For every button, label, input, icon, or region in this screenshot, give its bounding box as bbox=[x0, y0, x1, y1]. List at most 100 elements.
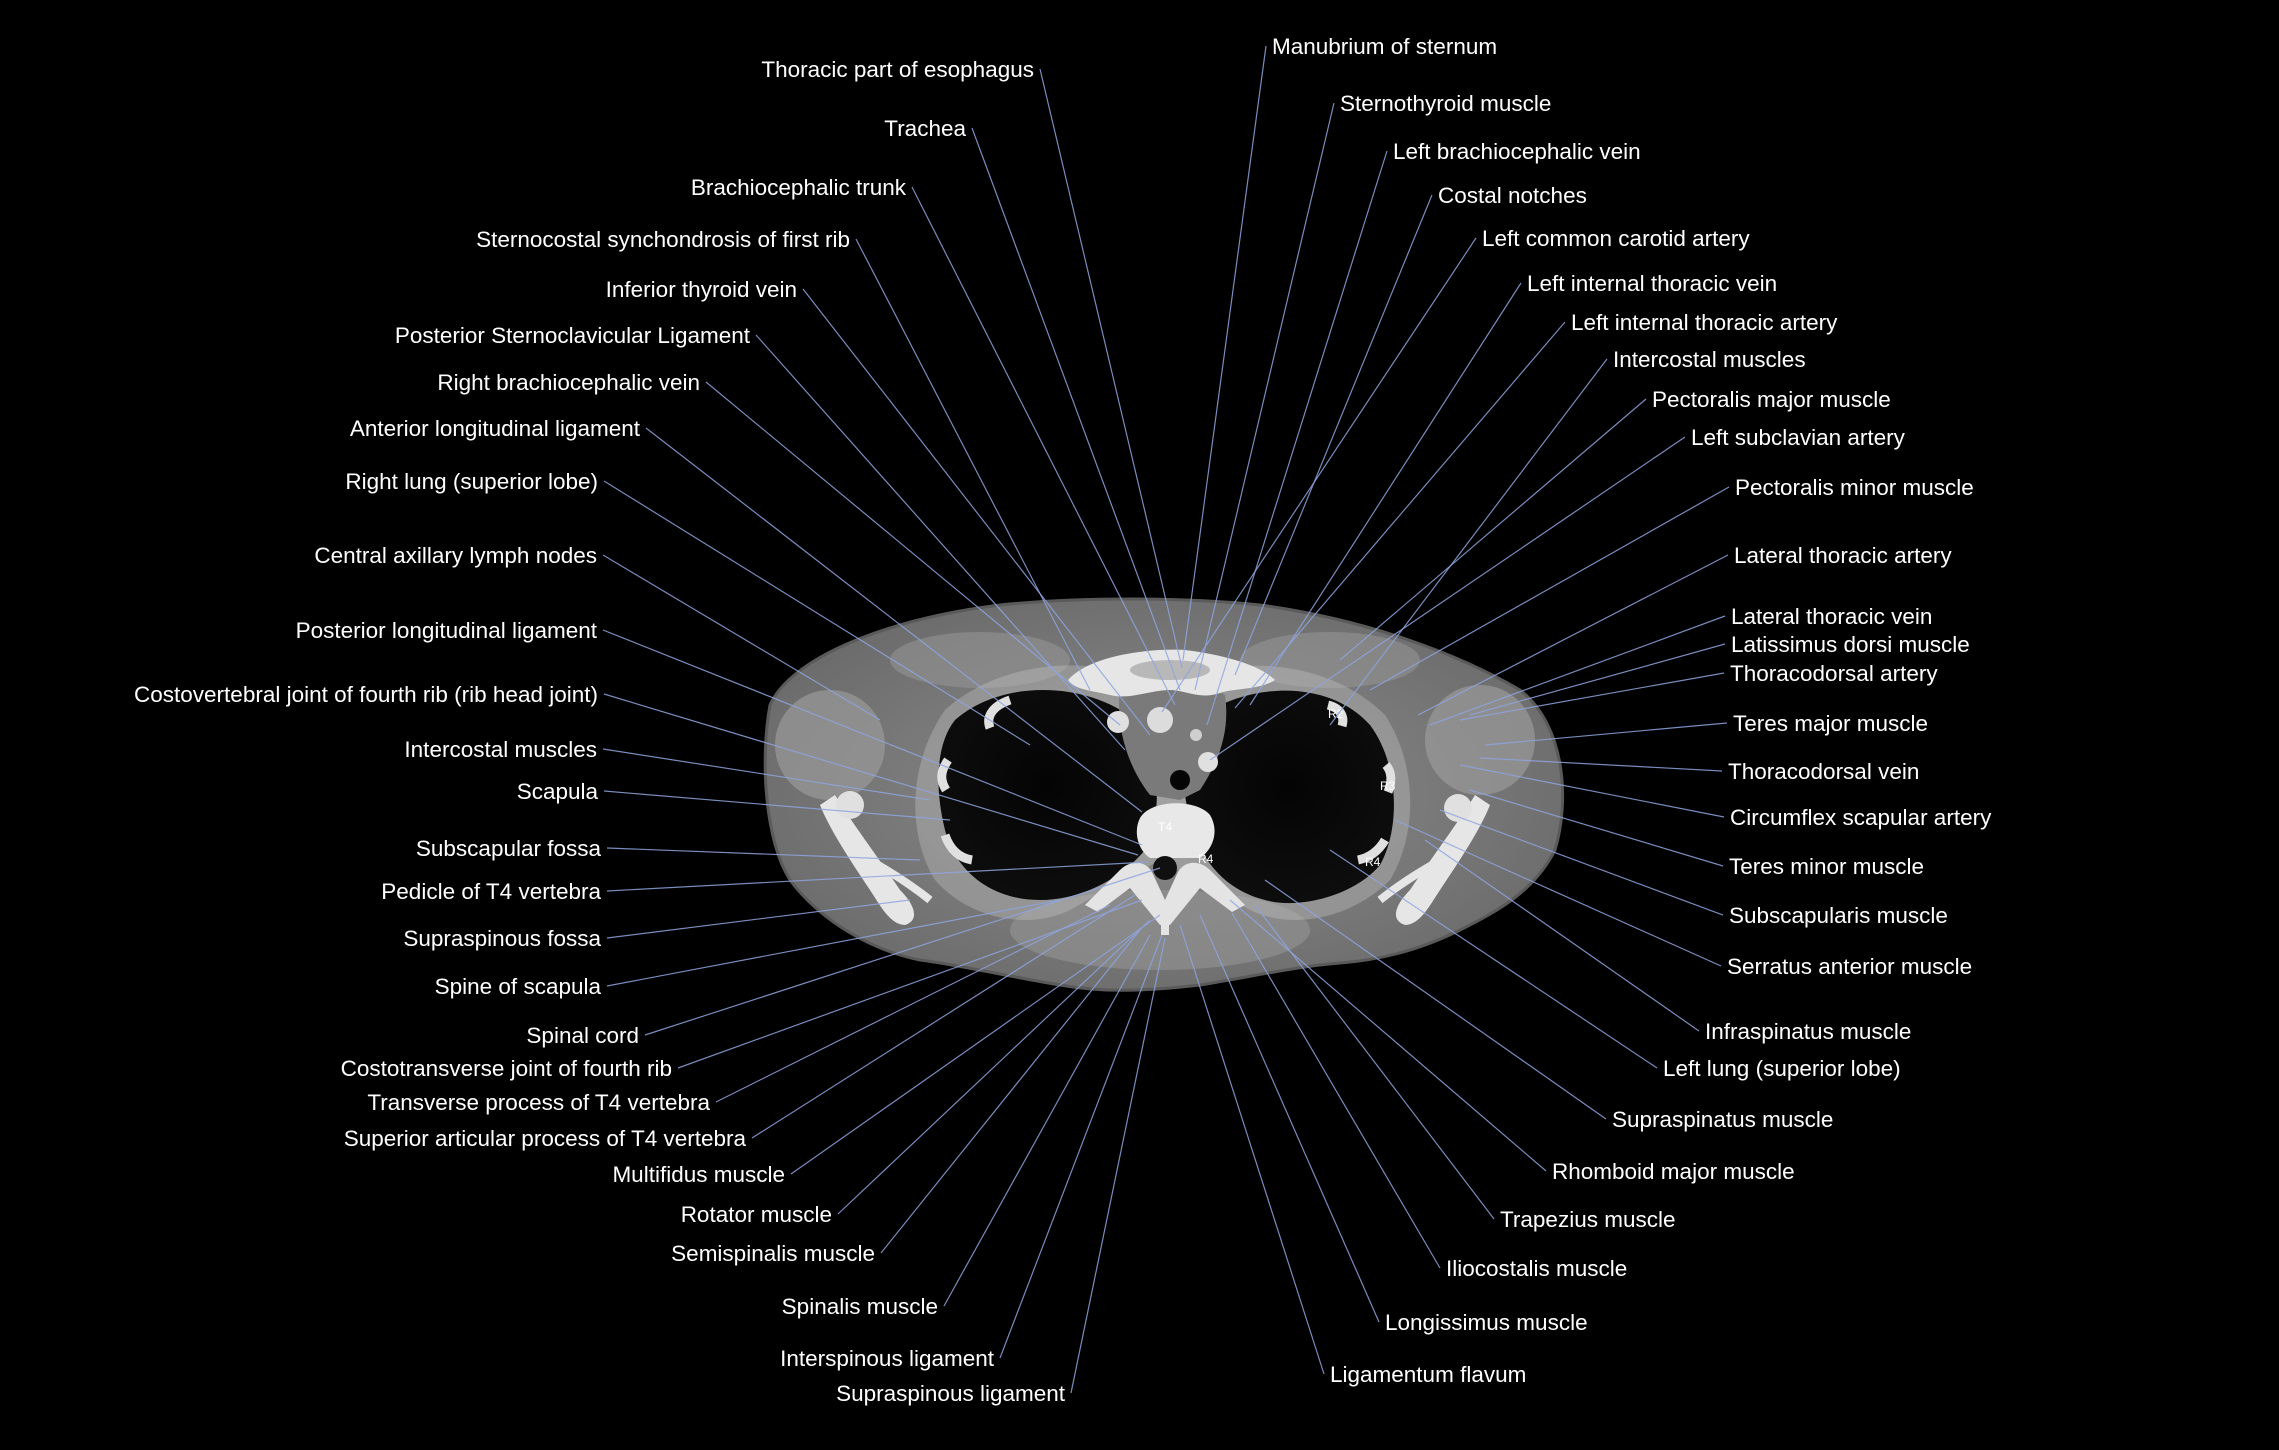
right-leader-line-14 bbox=[1459, 672, 1725, 721]
left-leader-line-15 bbox=[606, 861, 1149, 892]
right-leader-line-27 bbox=[1199, 914, 1380, 1323]
right-label-27: Longissimus muscle bbox=[1385, 1310, 1588, 1335]
left-common-carotid-vessel bbox=[1147, 707, 1173, 733]
right-label-26: Iliocostalis muscle bbox=[1446, 1256, 1627, 1281]
right-leader-line-9 bbox=[1209, 436, 1686, 761]
right-label-0: Manubrium of sternum bbox=[1272, 34, 1497, 59]
left-label-15: Pedicle of T4 vertebra bbox=[381, 879, 601, 904]
t4-posterior-elements bbox=[1085, 862, 1245, 925]
left-label-7: Anterior longitudinal ligament bbox=[350, 416, 641, 441]
right-leader-line-0 bbox=[1182, 45, 1267, 661]
left-label-6: Right brachiocephalic vein bbox=[437, 370, 700, 395]
right-leader-line-10 bbox=[1369, 486, 1730, 691]
right-label-12: Lateral thoracic vein bbox=[1731, 604, 1932, 629]
right-label-9: Left subclavian artery bbox=[1691, 425, 1906, 450]
left-label-20: Transverse process of T4 vertebra bbox=[367, 1090, 710, 1115]
left-label-12: Intercostal muscles bbox=[404, 737, 597, 762]
right-label-23: Supraspinatus muscle bbox=[1612, 1107, 1833, 1132]
left-leader-line-3 bbox=[855, 238, 1091, 691]
rib-r4-right-marker: R4 bbox=[1365, 855, 1381, 869]
right-leader-line-2 bbox=[1206, 150, 1388, 726]
rib-r2-marker: R2 bbox=[1328, 707, 1344, 721]
right-leader-line-17 bbox=[1459, 764, 1725, 818]
brachiocephalic-trunk-vessel bbox=[1107, 711, 1129, 733]
rib-r4-left-marker: R4 bbox=[1198, 852, 1214, 866]
right-leader-line-26 bbox=[1231, 912, 1441, 1269]
left-label-19: Costotransverse joint of fourth rib bbox=[341, 1056, 672, 1081]
right-leader-line-11 bbox=[1417, 554, 1729, 716]
left-leader-line-17 bbox=[606, 899, 1061, 987]
right-leader-line-22 bbox=[1329, 849, 1658, 1069]
right-label-28: Ligamentum flavum bbox=[1330, 1362, 1526, 1387]
left-leader-line-24 bbox=[880, 929, 1141, 1254]
right-leader-line-21 bbox=[1424, 839, 1700, 1032]
left-leader-line-5 bbox=[755, 334, 1126, 751]
right-label-1: Sternothyroid muscle bbox=[1340, 91, 1551, 116]
right-leader-line-3 bbox=[1234, 194, 1433, 676]
right-label-25: Trapezius muscle bbox=[1500, 1207, 1675, 1232]
right-leader-line-25 bbox=[1254, 904, 1495, 1220]
right-leader-line-18 bbox=[1469, 789, 1724, 867]
right-lung bbox=[938, 690, 1157, 900]
left-leader-line-8 bbox=[603, 480, 1031, 746]
right-label-14: Thoracodorsal artery bbox=[1730, 661, 1938, 686]
left-label-24: Semispinalis muscle bbox=[671, 1241, 875, 1266]
left-label-13: Scapula bbox=[517, 779, 599, 804]
right-humeral-head bbox=[836, 791, 864, 819]
left-shoulder-muscle bbox=[1425, 685, 1535, 795]
right-leader-line-8 bbox=[1339, 398, 1647, 661]
left-subclavian-vessel bbox=[1198, 752, 1218, 772]
left-rib-2 bbox=[1326, 700, 1348, 728]
left-label-4: Inferior thyroid vein bbox=[606, 277, 797, 302]
left-leader-line-0 bbox=[1039, 68, 1183, 669]
left-label-22: Multifidus muscle bbox=[612, 1162, 785, 1187]
left-humeral-head bbox=[1444, 794, 1472, 822]
right-label-22: Left lung (superior lobe) bbox=[1663, 1056, 1901, 1081]
leader-lines bbox=[602, 45, 1730, 1394]
right-label-21: Infraspinatus muscle bbox=[1705, 1019, 1911, 1044]
left-label-25: Spinalis muscle bbox=[782, 1294, 938, 1319]
left-label-14: Subscapular fossa bbox=[416, 836, 602, 861]
right-rib-3 bbox=[937, 757, 952, 793]
right-label-19: Subscapularis muscle bbox=[1729, 903, 1948, 928]
left-label-10: Posterior longitudinal ligament bbox=[296, 618, 598, 643]
left-label-2: Brachiocephalic trunk bbox=[691, 175, 907, 200]
right-leader-line-13 bbox=[1469, 643, 1726, 716]
t4-vertebral-body bbox=[1136, 803, 1215, 858]
right-label-4: Left common carotid artery bbox=[1482, 226, 1750, 251]
left-label-1: Trachea bbox=[884, 116, 966, 141]
left-leader-line-4 bbox=[802, 288, 1151, 736]
left-leader-line-23 bbox=[837, 919, 1151, 1215]
right-leader-line-19 bbox=[1439, 809, 1724, 916]
right-label-7: Intercostal muscles bbox=[1613, 347, 1806, 372]
left-leader-line-7 bbox=[645, 427, 1143, 813]
right-label-24: Rhomboid major muscle bbox=[1552, 1159, 1795, 1184]
right-leader-line-20 bbox=[1394, 819, 1722, 967]
mediastinum bbox=[1119, 683, 1227, 800]
left-leader-line-22 bbox=[790, 914, 1161, 1175]
left-leader-line-18 bbox=[644, 867, 1161, 1036]
left-label-3: Sternocostal synchondrosis of first rib bbox=[476, 227, 850, 252]
left-leader-line-11 bbox=[603, 693, 1139, 856]
right-leader-line-15 bbox=[1484, 722, 1728, 746]
left-leader-line-6 bbox=[705, 381, 1121, 726]
right-label-6: Left internal thoracic artery bbox=[1571, 310, 1838, 335]
left-rib-3 bbox=[1382, 762, 1396, 794]
left-label-21: Superior articular process of T4 vertebr… bbox=[344, 1126, 747, 1151]
right-label-16: Thoracodorsal vein bbox=[1728, 759, 1919, 784]
right-label-3: Costal notches bbox=[1438, 183, 1587, 208]
right-label-2: Left brachiocephalic vein bbox=[1393, 139, 1641, 164]
vertebra-marker: T4 bbox=[1158, 820, 1172, 834]
left-leader-line-13 bbox=[603, 790, 951, 821]
right-label-20: Serratus anterior muscle bbox=[1727, 954, 1972, 979]
left-leader-line-2 bbox=[911, 186, 1176, 706]
left-label-0: Thoracic part of esophagus bbox=[761, 57, 1034, 82]
right-leader-line-7 bbox=[1329, 358, 1608, 726]
left-scapula-spine bbox=[1377, 846, 1462, 904]
small-vessel bbox=[1190, 729, 1202, 741]
left-label-11: Costovertebral joint of fourth rib (rib … bbox=[134, 682, 598, 707]
right-label-13: Latissimus dorsi muscle bbox=[1731, 632, 1970, 657]
right-leader-line-16 bbox=[1479, 757, 1723, 772]
trachea-lumen bbox=[1170, 770, 1190, 790]
